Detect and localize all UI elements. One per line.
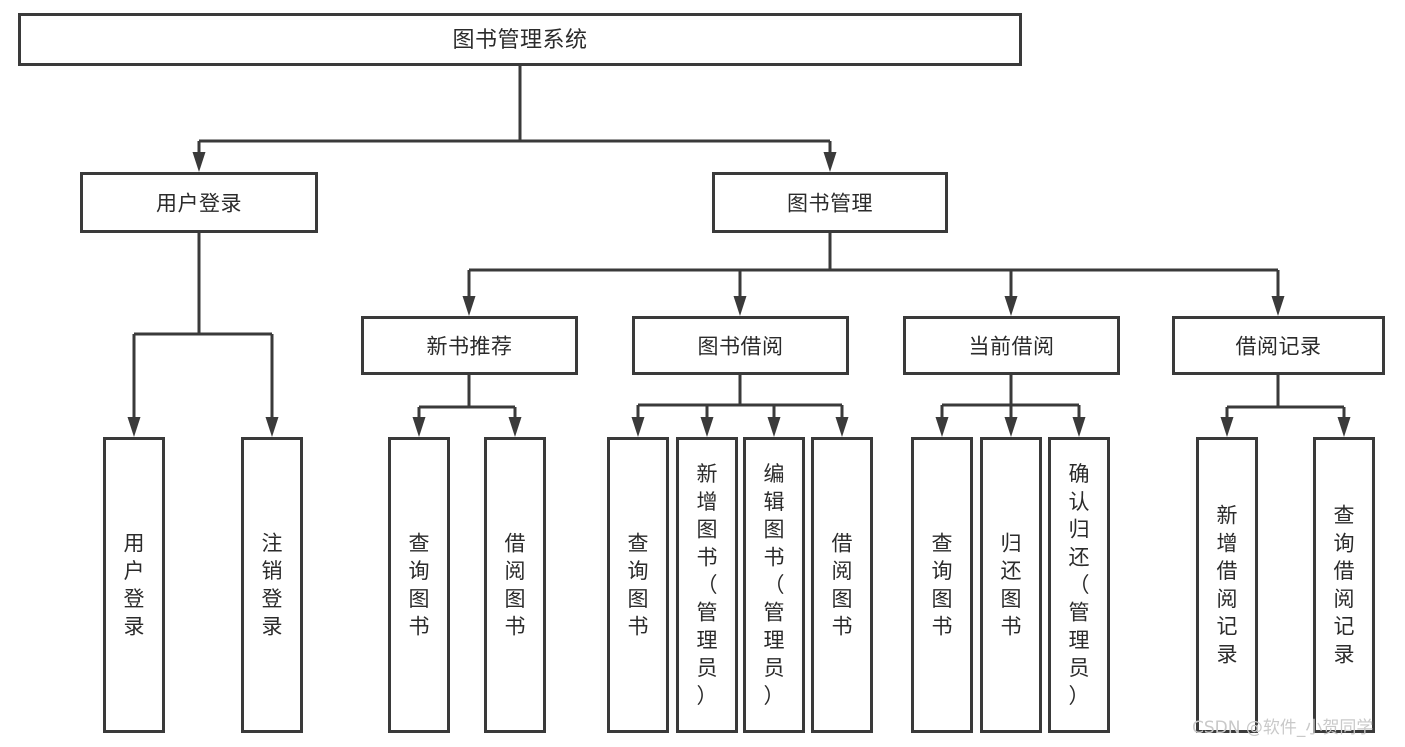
node-leaf-edit-book[interactable]: 编辑图书（管理员） [743, 437, 805, 733]
node-leaf-return-book[interactable]: 归还图书 [980, 437, 1042, 733]
edges-layer [127, 66, 1351, 437]
node-label: 新增图书（管理员） [697, 462, 718, 708]
node-label: 查询图书 [932, 531, 953, 638]
node-box[interactable] [388, 437, 450, 733]
node-box[interactable] [743, 437, 805, 733]
arrow-head [508, 417, 522, 437]
node-label: 新增借阅记录 [1217, 504, 1238, 667]
arrow-head [733, 296, 747, 316]
csdn-watermark: CSDN @软件_小贺同学 [1192, 718, 1373, 738]
node-box[interactable] [712, 172, 948, 233]
node-box[interactable] [103, 437, 165, 733]
node-leaf-add-record[interactable]: 新增借阅记录 [1196, 437, 1258, 733]
node-box[interactable] [241, 437, 303, 733]
arrow-head [192, 152, 206, 172]
node-box[interactable] [607, 437, 669, 733]
arrow-head [127, 417, 141, 437]
connector-edge-new-book-rec-children [412, 375, 522, 437]
node-box[interactable] [1196, 437, 1258, 733]
node-leaf-borrow-book-2[interactable]: 借阅图书 [811, 437, 873, 733]
connector-edge-book-manage-children [462, 233, 1285, 316]
node-box[interactable] [1313, 437, 1375, 733]
node-leaf-query-book-1[interactable]: 查询图书 [388, 437, 450, 733]
node-label: 查询图书 [628, 531, 649, 638]
arrow-head [265, 417, 279, 437]
node-label: 借阅图书 [832, 531, 853, 638]
arrow-head [462, 296, 476, 316]
node-label: 图书借阅 [698, 335, 784, 359]
node-leaf-borrow-book-1[interactable]: 借阅图书 [484, 437, 546, 733]
node-box[interactable] [811, 437, 873, 733]
node-label: 归还图书 [1001, 531, 1022, 638]
node-box[interactable] [484, 437, 546, 733]
node-label: 借阅图书 [505, 531, 526, 638]
node-current-borrow[interactable]: 当前借阅 [903, 316, 1120, 375]
node-leaf-logout[interactable]: 注销登录 [241, 437, 303, 733]
arrow-head [767, 417, 781, 437]
node-leaf-confirm-return[interactable]: 确认归还（管理员） [1048, 437, 1110, 733]
arrow-head [1271, 296, 1285, 316]
connector-edge-user-login-children [127, 233, 279, 437]
node-book-manage[interactable]: 图书管理 [712, 172, 948, 233]
arrow-head [1220, 417, 1234, 437]
arrow-head [1072, 417, 1086, 437]
node-user-login[interactable]: 用户登录 [80, 172, 318, 233]
node-label: 当前借阅 [969, 335, 1055, 359]
node-leaf-query-book-3[interactable]: 查询图书 [911, 437, 973, 733]
node-label: 查询图书 [409, 531, 430, 638]
arrow-head [631, 417, 645, 437]
node-book-borrow[interactable]: 图书借阅 [632, 316, 849, 375]
arrow-head [412, 417, 426, 437]
arrow-head [700, 417, 714, 437]
node-leaf-query-record[interactable]: 查询借阅记录 [1313, 437, 1375, 733]
node-box[interactable] [676, 437, 738, 733]
node-new-book-rec[interactable]: 新书推荐 [361, 316, 578, 375]
node-label: 借阅记录 [1236, 335, 1322, 359]
node-box[interactable] [1172, 316, 1385, 375]
arrow-head [1004, 417, 1018, 437]
node-box[interactable] [980, 437, 1042, 733]
arrow-head [1337, 417, 1351, 437]
node-label: 注销登录 [262, 531, 283, 638]
node-box[interactable] [18, 13, 1022, 66]
node-leaf-add-book[interactable]: 新增图书（管理员） [676, 437, 738, 733]
node-box[interactable] [911, 437, 973, 733]
node-label: 用户登录 [124, 531, 145, 638]
node-box[interactable] [632, 316, 849, 375]
connector-edge-current-borrow-children [935, 375, 1086, 437]
node-box[interactable] [1048, 437, 1110, 733]
node-label: 用户登录 [156, 192, 242, 216]
connector-edge-book-borrow-children [631, 375, 849, 437]
connector-edge-root-children [192, 66, 837, 172]
node-root[interactable]: 图书管理系统 [18, 13, 1022, 66]
node-label: 图书管理 [787, 192, 873, 216]
node-borrow-record[interactable]: 借阅记录 [1172, 316, 1385, 375]
arrow-head [823, 152, 837, 172]
connector-edge-borrow-record-children [1220, 375, 1351, 437]
node-box[interactable] [903, 316, 1120, 375]
node-label: 编辑图书（管理员） [764, 462, 785, 708]
node-leaf-user-login[interactable]: 用户登录 [103, 437, 165, 733]
node-label: 确认归还（管理员） [1069, 462, 1090, 708]
node-label: 新书推荐 [427, 335, 513, 359]
arrow-head [835, 417, 849, 437]
node-leaf-query-book-2[interactable]: 查询图书 [607, 437, 669, 733]
node-label: 查询借阅记录 [1334, 504, 1355, 667]
arrow-head [1004, 296, 1018, 316]
node-box[interactable] [361, 316, 578, 375]
arrow-head [935, 417, 949, 437]
node-box[interactable] [80, 172, 318, 233]
nodes-layer: 图书管理系统用户登录图书管理新书推荐图书借阅当前借阅借阅记录用户登录注销登录查询… [18, 13, 1385, 733]
node-label: 图书管理系统 [452, 28, 587, 53]
